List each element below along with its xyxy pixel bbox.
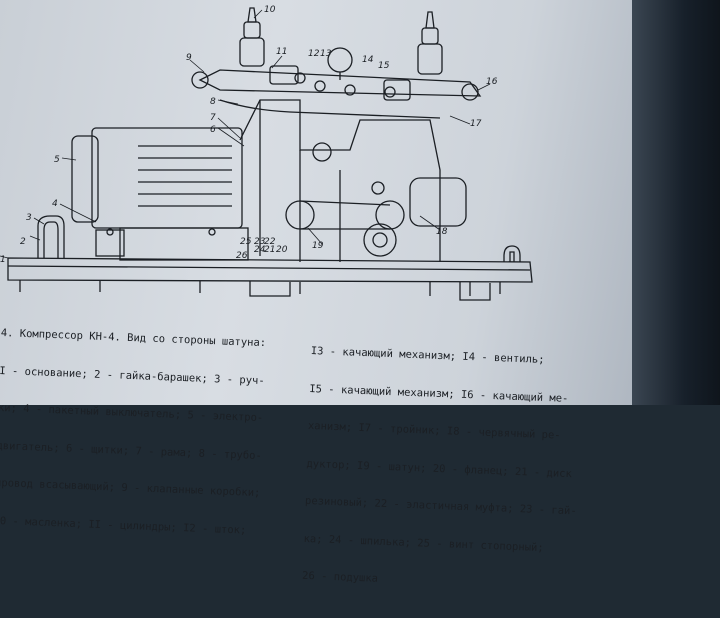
caption-left-line: 4. Компрессор КН-4. Вид со стороны шатун… xyxy=(0,326,267,350)
label-24: 24 xyxy=(254,245,266,255)
suction-pipeline xyxy=(191,47,482,119)
frame xyxy=(239,99,441,262)
label-20: 20 xyxy=(276,245,288,255)
electric-motor xyxy=(71,127,249,261)
caption-right-line: резиновый; 22 - эластичная муфта; 23 - г… xyxy=(304,494,577,518)
label-15: 15 xyxy=(378,61,390,71)
caption-right-line: 26 - подушка xyxy=(301,569,379,585)
label-8: 8 xyxy=(210,97,216,107)
background-right xyxy=(632,0,720,405)
label-10: 10 xyxy=(264,5,276,15)
label-1: 1 xyxy=(0,255,6,265)
label-4: 4 xyxy=(52,199,58,209)
photo-scene: 1 2 3 4 5 6 7 8 9 10 11 12 13 14 15 16 1… xyxy=(0,0,720,585)
handle-right xyxy=(503,245,521,262)
label-23: 23 xyxy=(254,237,266,247)
label-17: 17 xyxy=(470,119,482,129)
caption-right-line: I5 - качающий механизм; I6 - качающий ме… xyxy=(309,382,569,405)
label-3: 3 xyxy=(26,213,32,223)
caption-left-line: ки; 4 - пакетный выключатель; 5 - электр… xyxy=(0,401,264,425)
label-14: 14 xyxy=(362,55,374,65)
label-9: 9 xyxy=(186,53,192,63)
label-2: 2 xyxy=(20,237,26,247)
label-21: 21 xyxy=(264,245,275,255)
caption-right: I3 - качающий механизм; I4 - вентиль; I5… xyxy=(301,320,584,618)
label-12: 12 xyxy=(308,49,320,59)
label-13: 13 xyxy=(320,49,332,59)
caption-right-line: ка; 24 - шпилька; 25 - винт стопорный; xyxy=(303,532,544,554)
compressor-drawing: 1 2 3 4 5 6 7 8 9 10 11 12 13 14 15 16 1… xyxy=(0,5,533,301)
callout-labels: 1 2 3 4 5 6 7 8 9 10 11 12 13 14 15 16 1… xyxy=(0,5,498,265)
caption-left-line: I0 - масленка; II - цилиндры; I2 - шток; xyxy=(0,514,247,537)
caption-left-line: I - основание; 2 - гайка-барашек; 3 - ру… xyxy=(0,364,265,387)
label-5: 5 xyxy=(54,155,60,165)
caption-right-line: дуктор; I9 - шатун; 20 - фланец; 21 - ди… xyxy=(306,457,573,480)
label-6: 6 xyxy=(210,125,216,135)
label-11: 11 xyxy=(276,47,287,57)
label-18: 18 xyxy=(436,227,448,237)
label-7: 7 xyxy=(210,113,216,123)
caption-left: 4. Компрессор КН-4. Вид со стороны шатун… xyxy=(0,302,267,562)
label-16: 16 xyxy=(486,77,498,87)
cylinders xyxy=(239,7,443,75)
connecting-rod xyxy=(285,142,467,257)
caption-left-line: двигатель; 6 - щитки; 7 - рама; 8 - труб… xyxy=(0,439,263,462)
base-plate xyxy=(7,257,533,301)
label-25: 25 xyxy=(240,237,252,247)
handle-left xyxy=(37,215,65,258)
label-26: 26 xyxy=(236,251,248,261)
leader-lines xyxy=(0,9,491,259)
caption-left-line: провод всасывающий; 9 - клапанные коробк… xyxy=(0,476,261,500)
caption-right-line: ханизм; I7 - тройник; I8 - червячный ре- xyxy=(307,419,561,442)
caption-right-line: I3 - качающий механизм; I4 - вентиль; xyxy=(310,344,545,366)
label-19: 19 xyxy=(312,241,324,251)
label-22: 22 xyxy=(264,237,276,247)
